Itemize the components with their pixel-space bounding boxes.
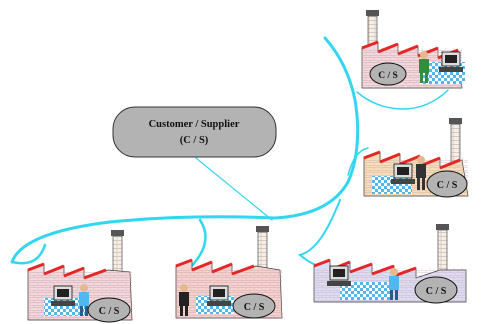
person-icon bbox=[416, 156, 426, 190]
factory-bottom-center: C / S bbox=[175, 226, 283, 319]
factory-middle-right: C / S bbox=[363, 118, 469, 198]
cs-badge-label: C / S bbox=[99, 306, 120, 317]
cs-badge-label: C / S bbox=[378, 71, 398, 81]
person-icon bbox=[79, 284, 89, 316]
person-icon bbox=[389, 268, 399, 300]
branch-to-bottom-right bbox=[297, 199, 341, 269]
cs-badge bbox=[414, 276, 458, 304]
center-label-line1: Customer / Supplier bbox=[149, 119, 240, 130]
branch-to-top-right bbox=[356, 89, 449, 110]
cs-badge bbox=[369, 62, 407, 86]
cs-badge bbox=[87, 297, 131, 323]
computer-icon bbox=[51, 285, 75, 306]
computer-icon bbox=[391, 163, 415, 184]
cs-badge-label: C / S bbox=[426, 286, 447, 297]
cs-badge-label: C / S bbox=[244, 302, 265, 313]
computer-icon bbox=[439, 51, 463, 72]
cs-badge-label: C / S bbox=[437, 180, 458, 191]
network-lines bbox=[10, 36, 449, 274]
branch-to-bottom-left bbox=[10, 243, 47, 265]
factory-top-right: C / S bbox=[361, 10, 465, 89]
center-label-line2: (C / S) bbox=[180, 135, 209, 146]
main-bus-line bbox=[10, 36, 360, 264]
person-icon bbox=[179, 284, 189, 316]
connector-center-label bbox=[195, 157, 273, 221]
cs-badge bbox=[232, 293, 276, 319]
branch-to-middle-right bbox=[347, 147, 369, 176]
computer-icon bbox=[327, 265, 351, 286]
person-icon bbox=[419, 51, 429, 83]
factory-bottom-right: C / S bbox=[313, 224, 467, 304]
computer-icon bbox=[207, 285, 231, 306]
center-label: Customer / Supplier (C / S) bbox=[112, 106, 277, 158]
factory-bottom-left: C / S bbox=[27, 230, 133, 323]
cs-badge bbox=[426, 170, 468, 198]
center-label-pill bbox=[112, 106, 277, 158]
